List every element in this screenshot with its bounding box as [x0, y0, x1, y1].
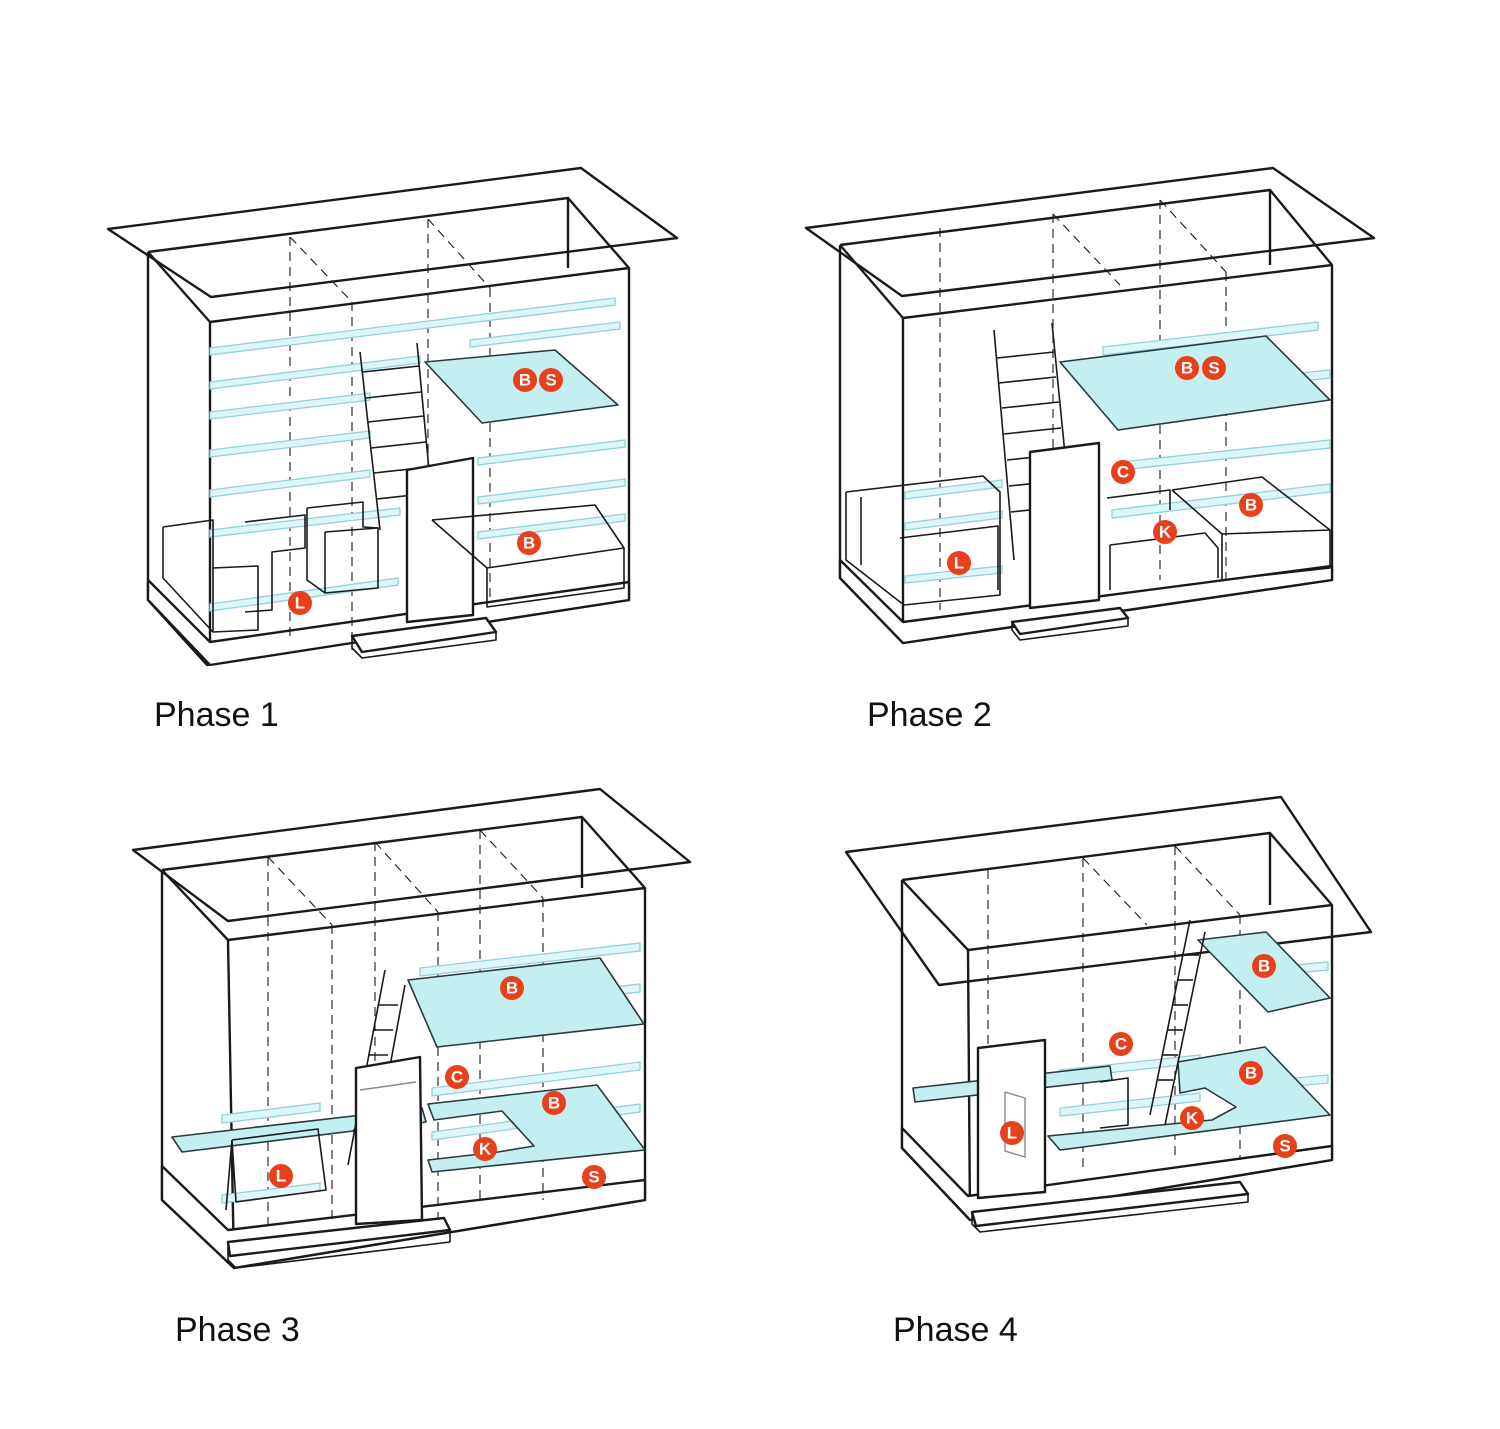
badge-k: K	[1180, 1106, 1204, 1130]
svg-text:K: K	[1159, 523, 1172, 542]
badge-k: K	[1153, 520, 1177, 544]
kitchen-platform	[427, 1084, 646, 1173]
svg-text:B: B	[506, 979, 518, 998]
badge-b: B	[517, 531, 541, 555]
svg-text:L: L	[295, 594, 305, 613]
phase-1-model: B S B L	[106, 166, 679, 667]
svg-text:K: K	[479, 1140, 492, 1159]
phase-4-model: B C B K L S	[844, 795, 1373, 1233]
door-panel	[1028, 441, 1101, 610]
badge-b: B	[542, 1091, 566, 1115]
svg-text:C: C	[451, 1068, 463, 1087]
svg-text:L: L	[276, 1167, 286, 1186]
phase-4-caption: Phase 4	[893, 1311, 1018, 1349]
roof-plane	[131, 787, 692, 923]
badge-b: B	[1175, 356, 1199, 380]
svg-text:S: S	[545, 371, 556, 390]
badge-c: C	[445, 1065, 469, 1089]
svg-text:B: B	[519, 371, 531, 390]
svg-text:B: B	[548, 1094, 560, 1113]
badge-l: L	[947, 551, 971, 575]
badge-l: L	[1000, 1121, 1024, 1145]
svg-text:B: B	[523, 534, 535, 553]
svg-text:S: S	[588, 1168, 599, 1187]
svg-text:B: B	[1181, 359, 1193, 378]
door-panel	[405, 456, 475, 624]
badge-b: B	[1239, 1061, 1263, 1085]
svg-text:S: S	[1279, 1137, 1290, 1156]
badge-k: K	[473, 1137, 497, 1161]
roof-plane	[804, 166, 1376, 298]
badge-b: B	[513, 368, 537, 392]
phase-2-caption: Phase 2	[867, 696, 992, 734]
svg-text:C: C	[1115, 1035, 1127, 1054]
phase-2-model: B S C B K L	[804, 166, 1376, 645]
phase-3-caption: Phase 3	[175, 1311, 300, 1349]
badge-b: B	[500, 976, 524, 1000]
svg-text:B: B	[1245, 1064, 1257, 1083]
badge-l: L	[269, 1164, 293, 1188]
svg-text:C: C	[1117, 463, 1129, 482]
svg-text:B: B	[1258, 957, 1270, 976]
phase-3-model: B C B K L S	[131, 787, 692, 1270]
ladder	[1149, 919, 1206, 1126]
door-panel	[976, 1038, 1047, 1200]
badge-s: S	[1202, 356, 1226, 380]
badge-s: S	[582, 1165, 606, 1189]
svg-text:L: L	[954, 554, 964, 573]
phase-1-caption: Phase 1	[154, 696, 279, 734]
badge-s: S	[1273, 1134, 1297, 1158]
badge-c: C	[1111, 460, 1135, 484]
roof-plane	[844, 795, 1373, 987]
bed-platform	[1059, 335, 1331, 431]
svg-text:B: B	[1245, 496, 1257, 515]
badge-b: B	[1239, 493, 1263, 517]
svg-text:S: S	[1208, 359, 1219, 378]
badge-b: B	[1252, 954, 1276, 978]
roof-plane	[106, 166, 679, 299]
badge-s: S	[539, 368, 563, 392]
badge-l: L	[288, 591, 312, 615]
svg-text:K: K	[1186, 1109, 1199, 1128]
bed-platform	[407, 957, 645, 1048]
svg-text:L: L	[1007, 1124, 1017, 1143]
badge-c: C	[1109, 1032, 1133, 1056]
